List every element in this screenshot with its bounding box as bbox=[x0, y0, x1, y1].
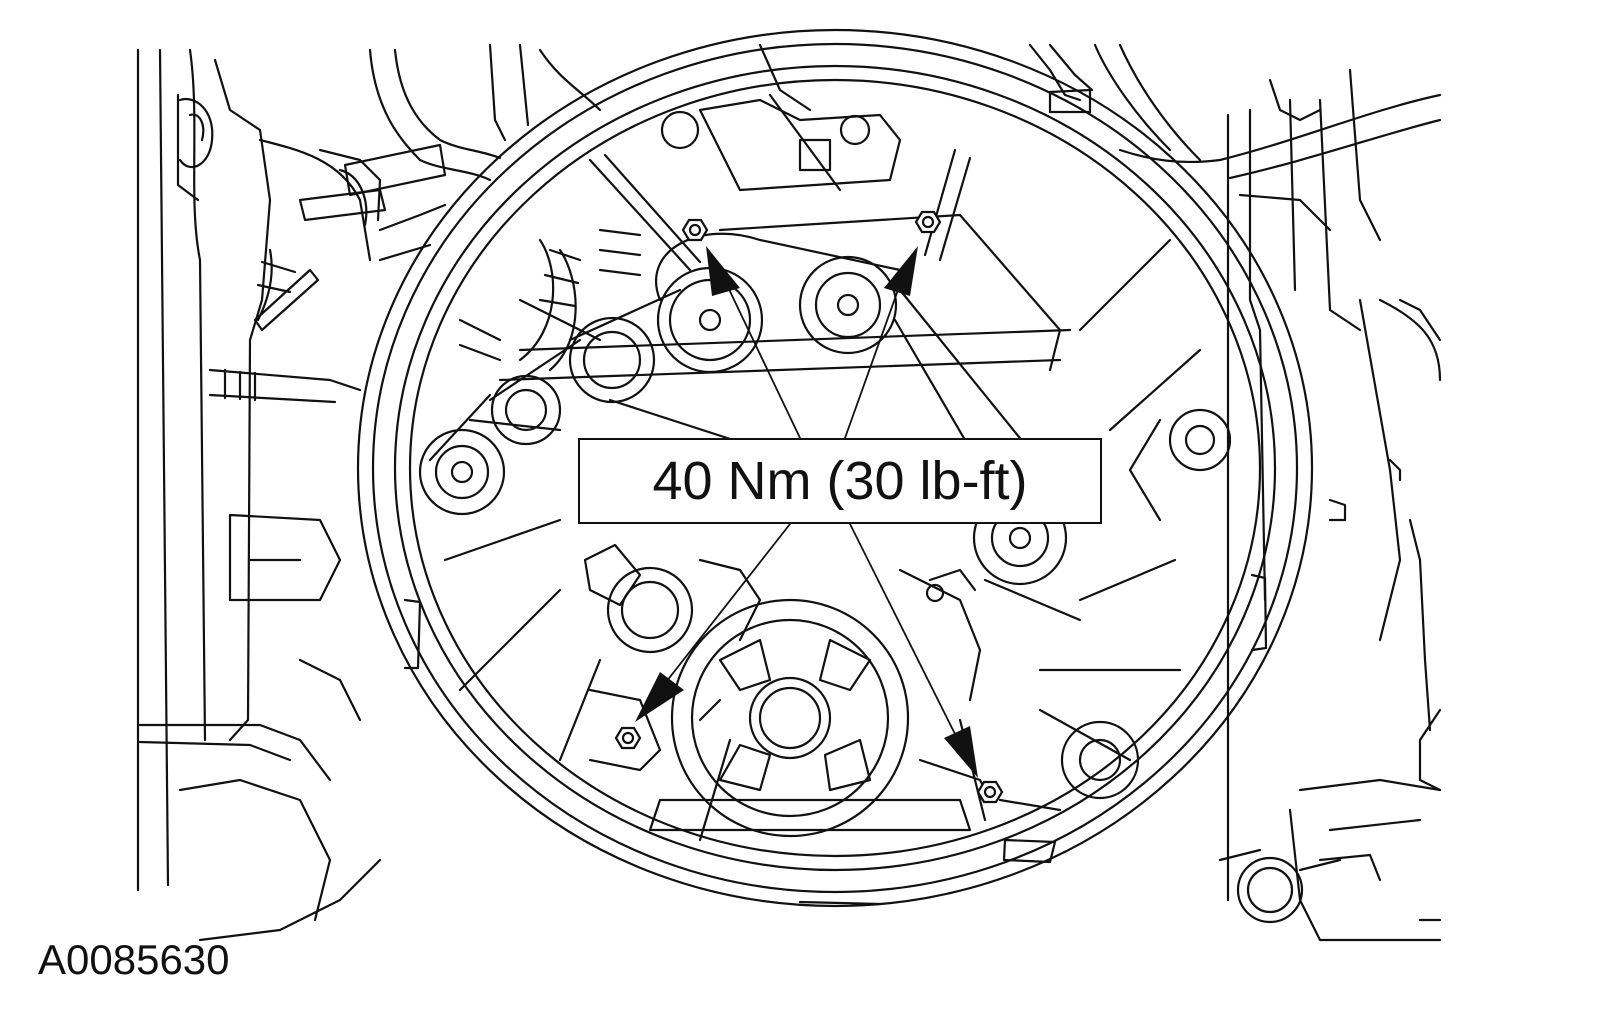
hex-nut-icon bbox=[614, 726, 642, 750]
hex-nut-icon bbox=[914, 210, 942, 234]
arrow-icon bbox=[884, 246, 918, 296]
arrow-icon bbox=[944, 726, 978, 778]
right-frame-structure bbox=[1118, 68, 1442, 942]
arrow-icon bbox=[706, 246, 740, 296]
left-frame-structure bbox=[136, 48, 382, 942]
coolant-hose-left bbox=[253, 48, 502, 332]
torque-spec-label: 40 Nm (30 lb-ft) bbox=[652, 451, 1028, 511]
figure-id-label: A0085630 bbox=[38, 936, 230, 983]
arrow-icon bbox=[635, 672, 684, 722]
torque-spec-callout: 40 Nm (30 lb-ft) bbox=[578, 438, 1102, 524]
upper-hoses bbox=[488, 43, 1202, 162]
crankshaft-damper bbox=[648, 598, 972, 838]
hex-nut-icon bbox=[681, 218, 709, 242]
hex-nut-icon bbox=[976, 780, 1004, 804]
lower-covers bbox=[583, 543, 1062, 812]
fan-blades bbox=[443, 93, 1202, 842]
fan-shroud-ring bbox=[356, 28, 1314, 908]
